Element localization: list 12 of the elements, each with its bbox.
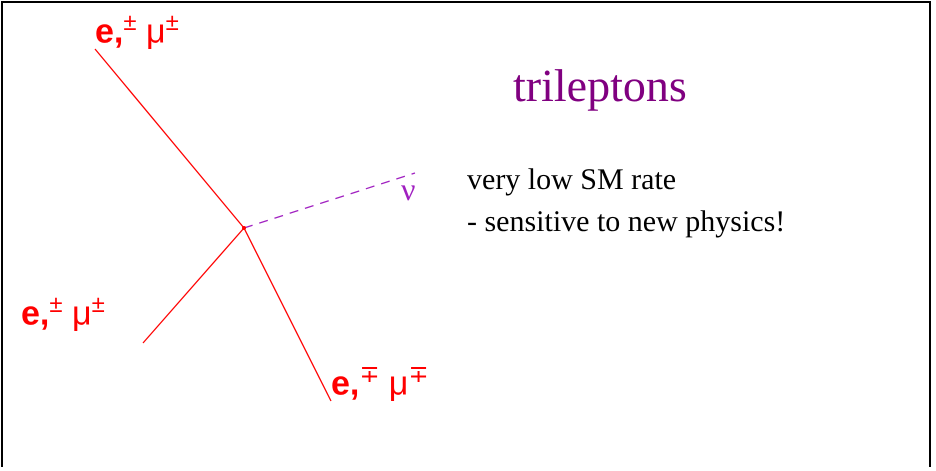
lepton-label: e,$^{±}$ μ$^{±}$ (21, 291, 161, 343)
particle-track (243, 228, 332, 402)
lepton-label: e,$^{±}$ μ$^{±}$ (95, 9, 235, 61)
note-text: very low SM rate (467, 163, 676, 197)
particle-track (94, 48, 244, 228)
vertex-point (242, 226, 246, 230)
dashed-particle-track (244, 172, 416, 229)
note-text: - sensitive to new physics! (467, 205, 786, 239)
lepton-label: e,$^{∓}$ μ$^{∓}$ (331, 361, 461, 417)
title: trileptons (513, 59, 687, 112)
neutrino-label: ν (401, 173, 429, 205)
particle-track (142, 228, 244, 344)
